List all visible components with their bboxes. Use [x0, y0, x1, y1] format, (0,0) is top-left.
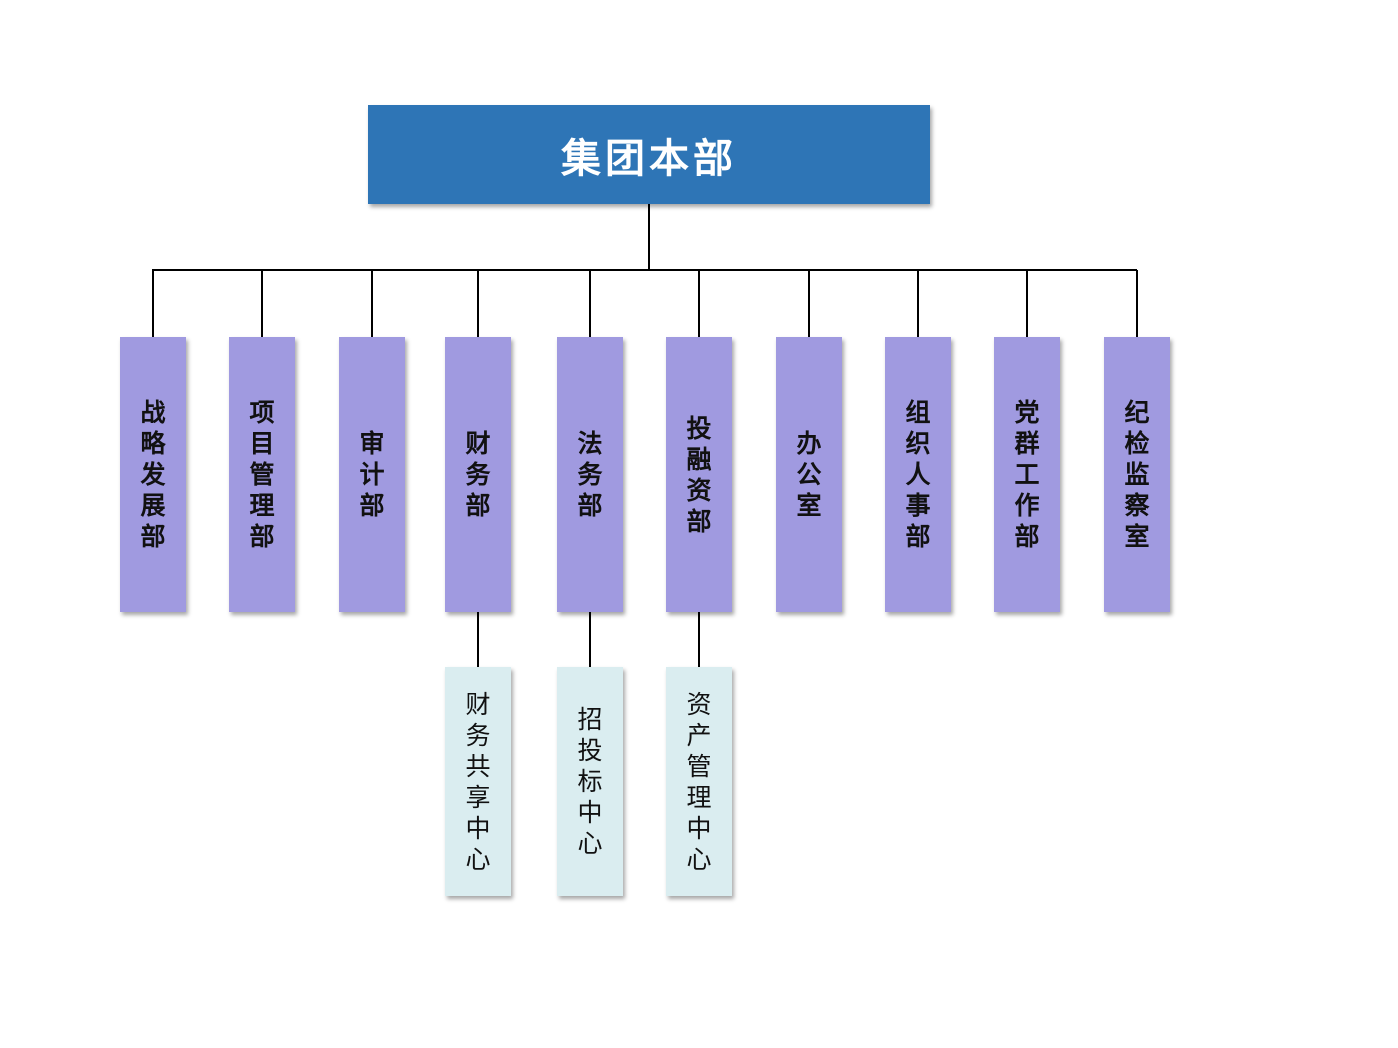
label-char: 事 — [905, 491, 931, 520]
department-label: 组织人事部 — [905, 397, 930, 552]
label-char: 织 — [905, 429, 931, 458]
label-char: 法 — [577, 429, 603, 458]
label-char: 组 — [905, 398, 931, 427]
department-label: 审计部 — [359, 428, 384, 521]
label-char: 部 — [577, 491, 603, 520]
label-char: 部 — [905, 522, 931, 551]
sub-unit-node: 资产管理中心 — [666, 667, 732, 896]
department-label: 纪检监察室 — [1124, 397, 1149, 552]
label-char: 务 — [465, 460, 491, 489]
label-char: 计 — [359, 460, 385, 489]
label-char: 中 — [686, 813, 712, 843]
label-char: 理 — [249, 491, 275, 520]
department-label: 党群工作部 — [1014, 397, 1039, 552]
label-char: 心 — [577, 829, 603, 858]
label-char: 理 — [686, 782, 712, 812]
label-char: 检 — [1124, 429, 1150, 458]
sub-unit-label: 财务共享中心 — [465, 689, 490, 875]
sub-unit-label: 招投标中心 — [577, 704, 602, 859]
department-node: 战略发展部 — [120, 337, 186, 612]
label-char: 展 — [140, 491, 166, 520]
label-char: 心 — [686, 844, 712, 874]
label-char: 部 — [686, 506, 712, 536]
sub-unit-node: 招投标中心 — [557, 667, 623, 896]
label-char: 审 — [359, 429, 385, 458]
label-char: 资 — [686, 475, 712, 505]
label-char: 室 — [1124, 522, 1150, 551]
label-char: 共 — [465, 751, 491, 781]
root-node: 集团本部 — [368, 105, 930, 204]
label-char: 作 — [1014, 491, 1040, 520]
label-char: 招 — [577, 705, 603, 734]
label-char: 纪 — [1124, 398, 1150, 427]
department-node: 办公室 — [776, 337, 842, 612]
label-char: 管 — [249, 460, 275, 489]
department-node: 党群工作部 — [994, 337, 1060, 612]
sub-unit-node: 财务共享中心 — [445, 667, 511, 896]
label-char: 投 — [686, 413, 712, 443]
label-char: 管 — [686, 751, 712, 781]
label-char: 产 — [686, 720, 712, 750]
label-char: 资 — [686, 689, 712, 719]
department-node: 项目管理部 — [229, 337, 295, 612]
label-char: 略 — [140, 429, 166, 458]
label-char: 投 — [577, 736, 603, 765]
label-char: 融 — [686, 444, 712, 474]
label-char: 察 — [1124, 491, 1150, 520]
label-char: 部 — [359, 491, 385, 520]
label-char: 中 — [577, 798, 603, 827]
label-char: 部 — [249, 522, 275, 551]
label-char: 部 — [140, 522, 166, 551]
label-char: 部 — [1014, 522, 1040, 551]
department-label: 财务部 — [465, 428, 490, 521]
label-char: 室 — [796, 491, 822, 520]
label-char: 部 — [465, 491, 491, 520]
root-node-label: 集团本部 — [561, 134, 737, 182]
label-char: 项 — [249, 398, 275, 427]
label-char: 目 — [249, 429, 275, 458]
label-char: 中 — [465, 813, 491, 843]
label-char: 享 — [465, 782, 491, 812]
label-char: 务 — [577, 460, 603, 489]
label-char: 党 — [1014, 398, 1040, 427]
department-node: 财务部 — [445, 337, 511, 612]
label-char: 办 — [796, 429, 822, 458]
department-node: 投融资部 — [666, 337, 732, 612]
department-label: 战略发展部 — [140, 397, 165, 552]
label-char: 监 — [1124, 460, 1150, 489]
label-char: 财 — [465, 429, 491, 458]
label-char: 公 — [796, 460, 822, 489]
sub-unit-label: 资产管理中心 — [686, 689, 711, 875]
label-char: 工 — [1014, 460, 1040, 489]
label-char: 群 — [1014, 429, 1040, 458]
department-label: 办公室 — [796, 428, 821, 521]
label-char: 财 — [465, 689, 491, 719]
label-char: 发 — [140, 460, 166, 489]
department-label: 法务部 — [577, 428, 602, 521]
label-char: 战 — [140, 398, 166, 427]
department-label: 项目管理部 — [249, 397, 274, 552]
label-char: 人 — [905, 460, 931, 489]
department-node: 组织人事部 — [885, 337, 951, 612]
department-node: 法务部 — [557, 337, 623, 612]
department-node: 纪检监察室 — [1104, 337, 1170, 612]
label-char: 标 — [577, 767, 603, 796]
department-node: 审计部 — [339, 337, 405, 612]
label-char: 务 — [465, 720, 491, 750]
label-char: 心 — [465, 844, 491, 874]
department-label: 投融资部 — [686, 413, 711, 537]
